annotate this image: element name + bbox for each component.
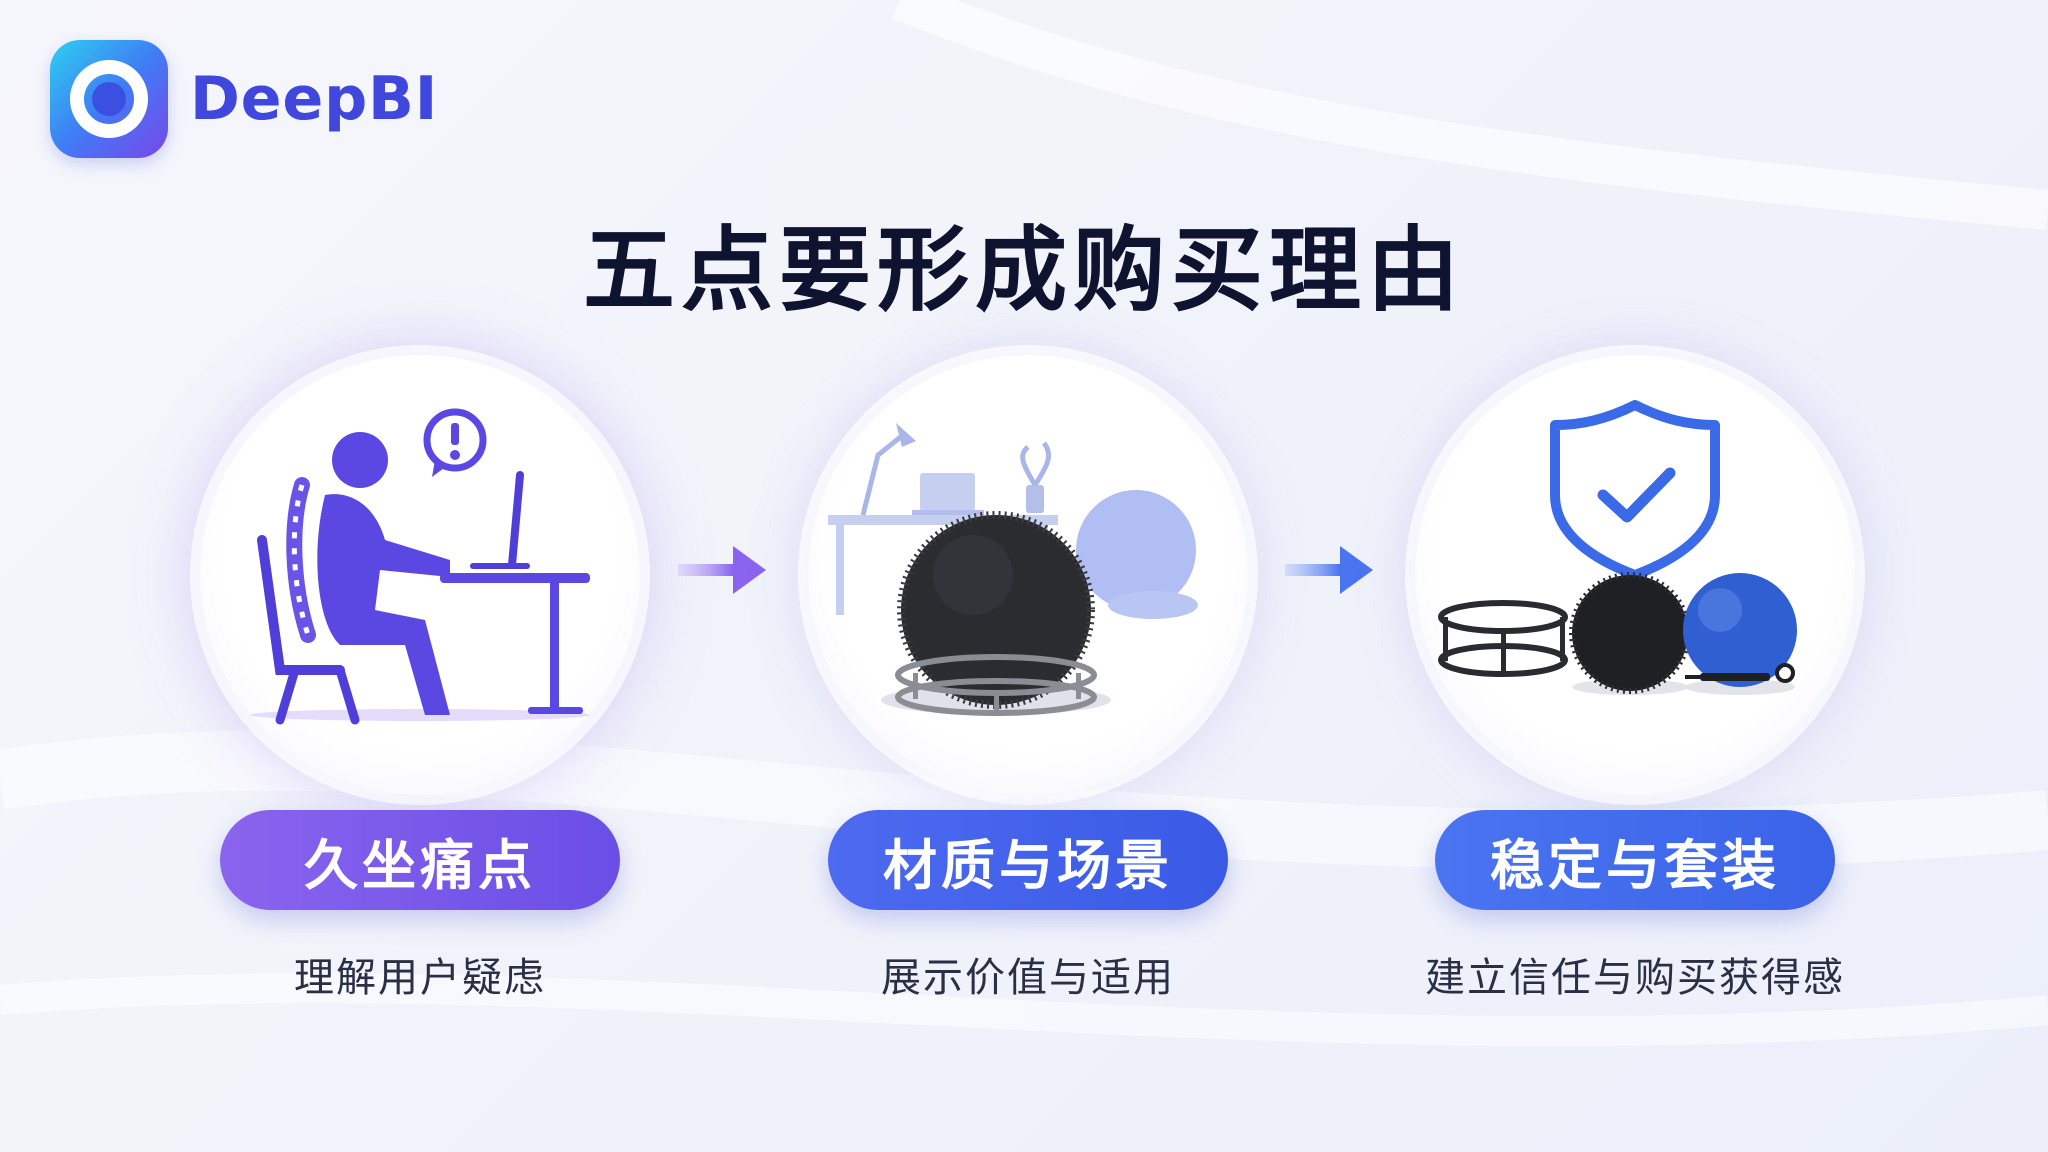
shield-check-icon — [1550, 400, 1720, 580]
deepbi-logo-icon — [50, 40, 168, 158]
step-3-subtitle: 建立信任与购买获得感 — [1425, 955, 1845, 1001]
step-3-illustration — [1415, 355, 1855, 795]
step-1-subtitle: 理解用户疑虑 — [294, 955, 546, 1001]
step-2-illustration — [808, 355, 1248, 795]
fluffy-ball-chair-icon — [828, 423, 1198, 716]
brand-logo: DeepBI — [50, 40, 438, 158]
person-at-desk-icon — [250, 408, 590, 725]
ball-set-icon — [1438, 400, 1797, 695]
step-1-label: 久坐痛点 — [220, 810, 620, 910]
step-2-subtitle: 展示价值与适用 — [881, 955, 1175, 1001]
step-3-label: 稳定与套装 — [1435, 810, 1835, 910]
arrow-right-icon — [1285, 546, 1373, 594]
step-card-3: 稳定与套装 建立信任与购买获得感 — [1415, 355, 1855, 1001]
page-title: 五点要形成购买理由 — [582, 217, 1465, 324]
step-card-1: 久坐痛点 理解用户疑虑 — [200, 355, 640, 1001]
step-1-illustration — [200, 355, 640, 795]
brand-name: DeepBI — [190, 64, 439, 134]
step-card-2: 材质与场景 展示价值与适用 — [808, 355, 1248, 1001]
arrow-right-icon — [678, 546, 766, 594]
step-2-label: 材质与场景 — [828, 810, 1228, 910]
